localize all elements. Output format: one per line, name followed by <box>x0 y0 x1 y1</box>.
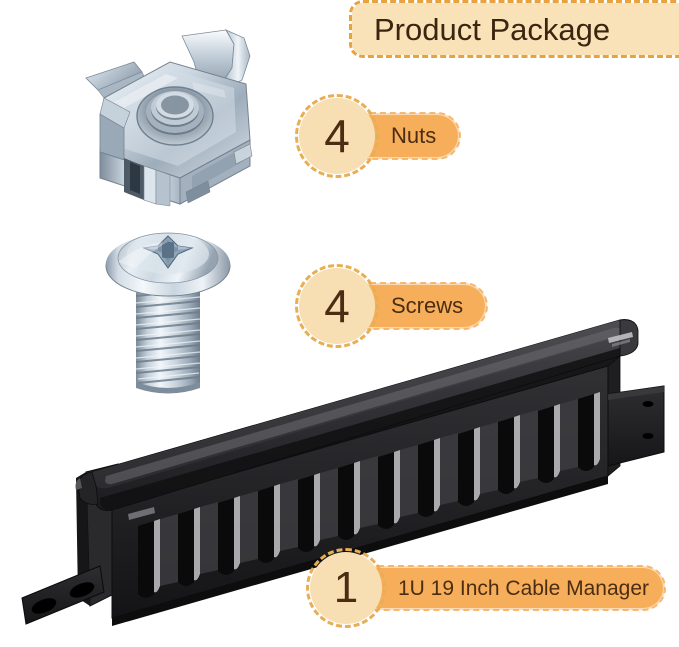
page-title-box: Product Package <box>349 0 679 58</box>
badge-nuts-quantity: 4 <box>324 110 350 162</box>
badge-screws: 4 Screws <box>295 264 489 348</box>
badge-cable-manager: 1 1U 19 Inch Cable Manager <box>306 548 666 628</box>
badge-screws-quantity: 4 <box>324 280 350 332</box>
badge-cable-manager-quantity-circle: 1 <box>306 548 386 628</box>
badge-screws-quantity-circle: 4 <box>295 264 379 348</box>
page-title: Product Package <box>374 11 611 47</box>
cable-manager-illustration <box>8 276 679 641</box>
cage-nut-illustration <box>74 28 266 207</box>
badge-screws-label: Screws <box>391 293 464 318</box>
badge-nuts-quantity-circle: 4 <box>295 94 379 178</box>
badge-nuts: 4 Nuts <box>295 94 462 178</box>
badge-cable-manager-quantity: 1 <box>333 563 359 612</box>
phillips-screw-illustration <box>102 218 234 394</box>
badge-cable-manager-label: 1U 19 Inch Cable Manager <box>398 576 649 600</box>
badge-cable-manager-pill: 1U 19 Inch Cable Manager <box>355 565 666 611</box>
badge-nuts-label: Nuts <box>391 123 437 148</box>
